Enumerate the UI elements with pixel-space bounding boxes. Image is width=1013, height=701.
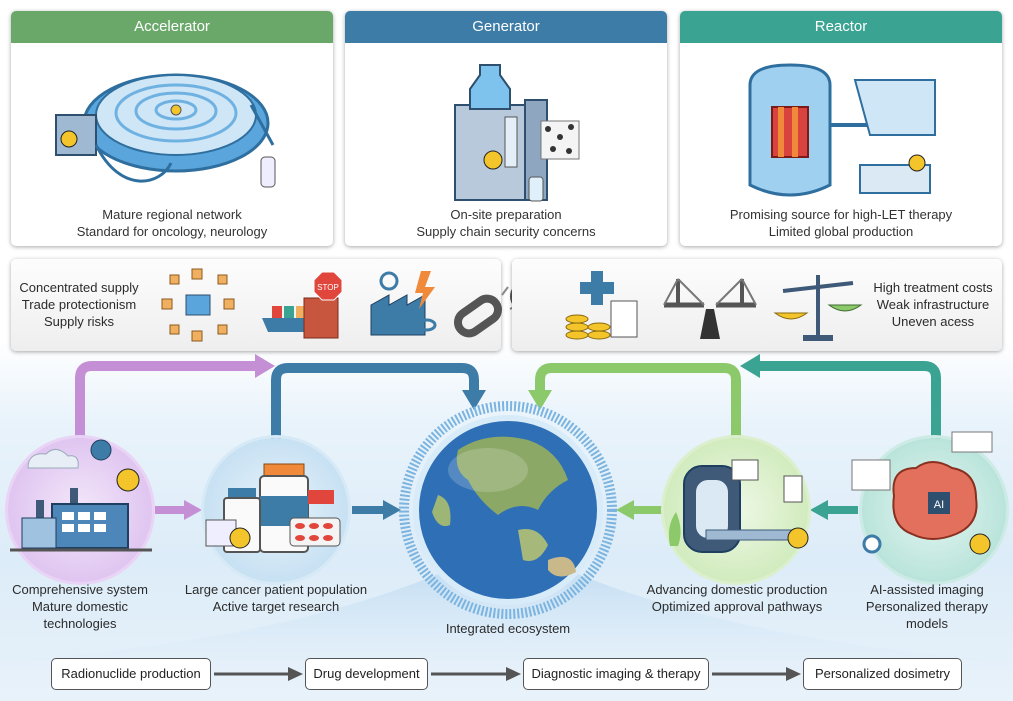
- generator-caption-line-1: On-site preparation: [450, 207, 562, 222]
- pipeline-arrows: [214, 667, 801, 681]
- weak-infrastructure-icon: [663, 278, 757, 339]
- node3-to-globe-arrowhead: [616, 500, 634, 520]
- uneven-access-scale-icon: [773, 275, 863, 341]
- node-patient-population-caption: Large cancer patient population Active t…: [170, 581, 382, 615]
- reactor-title: Reactor: [680, 11, 1002, 43]
- node-domestic-production-line-2: Optimized approval pathways: [651, 599, 823, 614]
- purple-arrowhead: [255, 354, 275, 378]
- reactor-caption-line-1: Promising source for high-LET therapy: [729, 207, 953, 222]
- reactor-panel: Reactor Promising source for high-LET th…: [680, 11, 1002, 246]
- node2-to-globe-arrowhead: [383, 500, 401, 520]
- pipeline-step-diagnostic-imaging-therapy: Diagnostic imaging & therapy: [523, 658, 709, 690]
- medicine-bottles-icon: [205, 463, 341, 553]
- node-patient-population-line-1: Large cancer patient population: [184, 582, 368, 597]
- access-challenge-2: Weak infrastructure: [876, 297, 990, 312]
- node-domestic-technologies-line-2: Mature domestic: [31, 599, 129, 614]
- blue-arrowhead: [462, 390, 486, 410]
- node-domestic-technologies-line-1: Comprehensive system: [12, 582, 148, 597]
- generator-title: Generator: [345, 11, 667, 43]
- pipeline-step-drug-development: Drug development: [305, 658, 428, 690]
- access-challenge-3: Uneven acess: [891, 314, 975, 329]
- node-ai-imaging-line-3: models: [906, 616, 948, 631]
- node4-to-node3-arrowhead: [810, 500, 828, 520]
- node-ai-imaging-line-1: AI-assisted imaging: [870, 582, 984, 597]
- node-ai-imaging-line-2: Personalized therapy: [865, 599, 989, 614]
- imaging-scanner-icon: [668, 459, 809, 553]
- accelerator-caption-line-1: Mature regional network: [102, 207, 242, 222]
- node-domestic-technologies-line-3: technologies: [43, 616, 117, 631]
- ai-chip-text: AI: [934, 499, 944, 511]
- green-arrowhead: [528, 390, 552, 410]
- node-domestic-production-caption: Advancing domestic production Optimized …: [630, 581, 844, 615]
- node-patient-population-line-2: Active target research: [212, 599, 340, 614]
- generator-caption-line-2: Supply chain security concerns: [416, 224, 596, 239]
- supply-challenge-3: Supply risks: [43, 314, 115, 329]
- reactor-icon: [748, 63, 936, 197]
- node-domestic-technologies-caption: Comprehensive system Mature domestic tec…: [0, 581, 160, 632]
- access-challenge-1: High treatment costs: [873, 280, 993, 295]
- node-ai-imaging-caption: AI-assisted imaging Personalized therapy…: [842, 581, 1012, 632]
- green-connector-arrow: [535, 363, 741, 440]
- integrated-ecosystem-globe: [399, 401, 617, 619]
- accelerator-caption: Mature regional network Standard for onc…: [11, 206, 333, 240]
- generator-icon: [454, 64, 580, 202]
- pipeline-step-personalized-dosimetry: Personalized dosimetry: [803, 658, 962, 690]
- generator-panel: Generator On-site preparation Supply cha…: [345, 11, 667, 246]
- treatment-cost-icon: [565, 271, 638, 340]
- access-challenges-text: High treatment costs Weak infrastructure…: [866, 279, 1000, 330]
- supply-challenge-2: Trade protectionism: [21, 297, 137, 312]
- supply-chain-hub-icon: [161, 268, 235, 342]
- reactor-caption-line-2: Limited global production: [768, 224, 914, 239]
- ai-brain-icon: AI: [851, 431, 993, 555]
- stop-sign-text: STOP: [317, 283, 339, 292]
- factory-icon: [10, 439, 152, 552]
- integrated-ecosystem-label: Integrated ecosystem: [445, 621, 571, 636]
- accelerator-panel: Accelerator Mature regional network Stan…: [11, 11, 333, 246]
- accelerator-icon: [55, 73, 276, 188]
- node-domestic-production-line-1: Advancing domestic production: [646, 582, 828, 597]
- teal-arrowhead: [740, 354, 760, 378]
- reactor-caption: Promising source for high-LET therapy Li…: [680, 206, 1002, 240]
- purple-connector-arrow: [75, 361, 255, 440]
- supply-challenge-1: Concentrated supply: [19, 280, 139, 295]
- factory-disruption-icon: [370, 271, 437, 336]
- pipeline-step-radionuclide-production: Radionuclide production: [51, 658, 211, 690]
- accelerator-caption-line-2: Standard for oncology, neurology: [76, 224, 268, 239]
- teal-connector-arrow: [760, 361, 941, 440]
- blue-connector-arrow: [271, 363, 479, 440]
- supply-challenges-text: Concentrated supply Trade protectionism …: [14, 279, 144, 330]
- accelerator-title: Accelerator: [11, 11, 333, 43]
- node1-to-node2-arrowhead: [184, 500, 202, 520]
- generator-caption: On-site preparation Supply chain securit…: [345, 206, 667, 240]
- trade-barrier-icon: STOP: [262, 271, 343, 339]
